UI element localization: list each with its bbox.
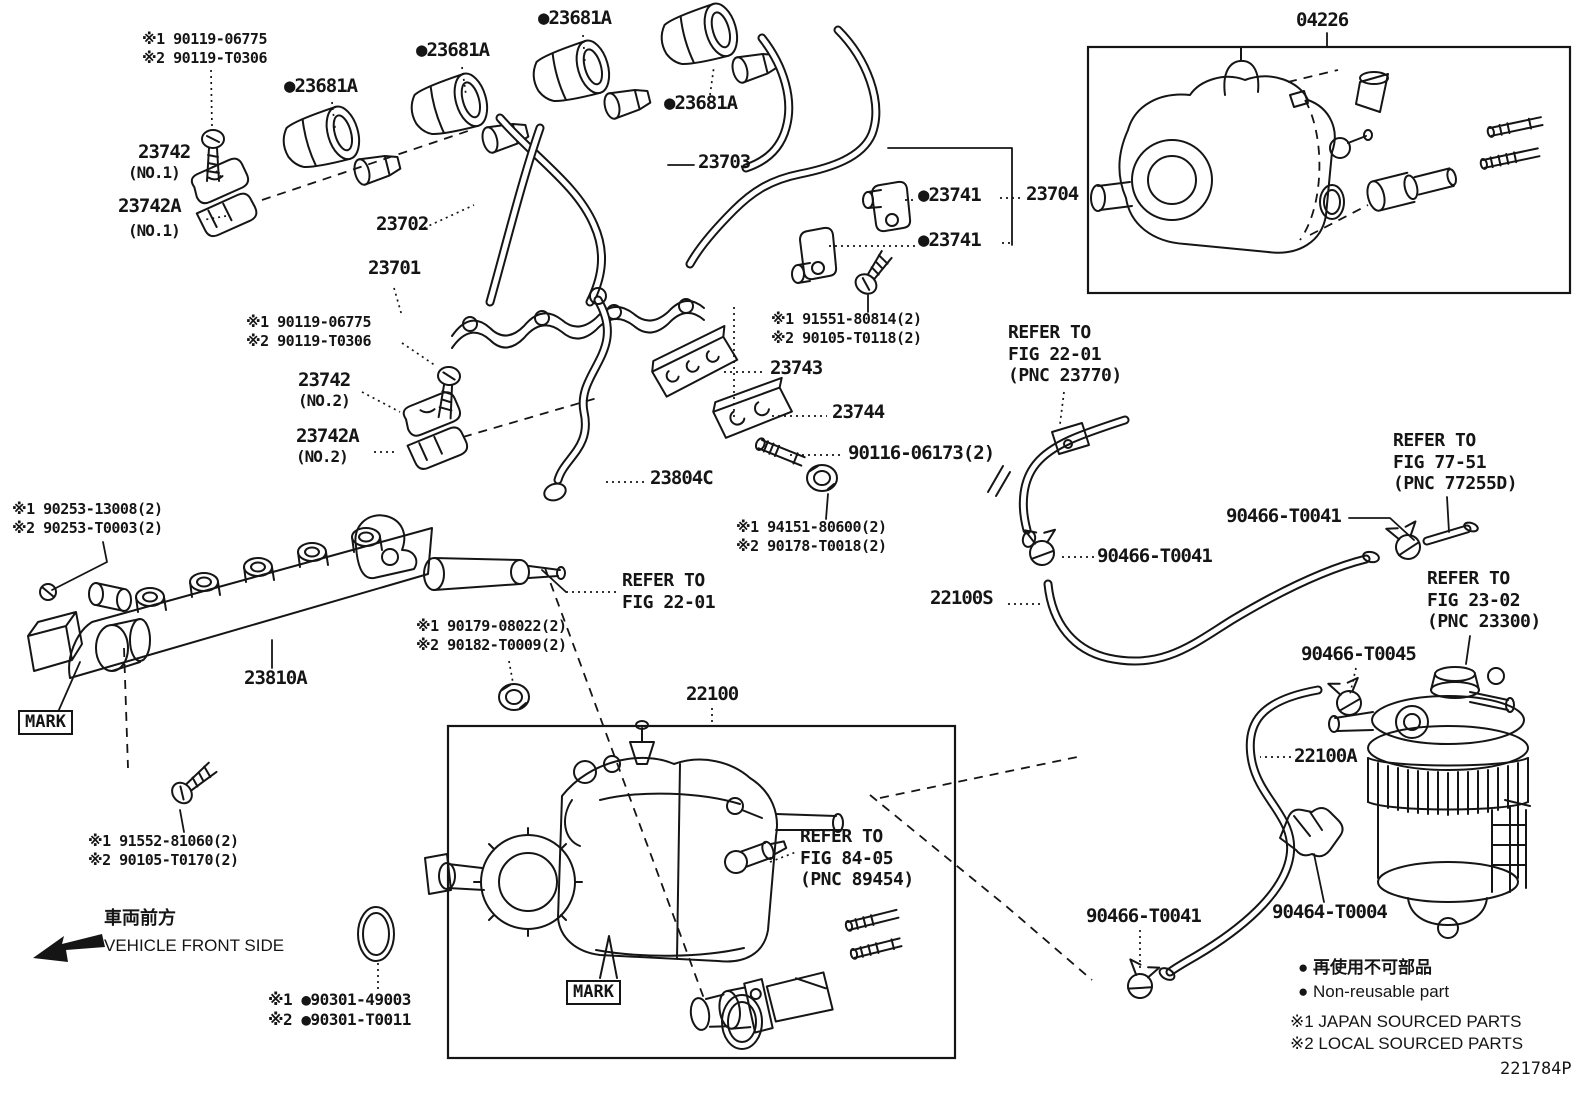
bracket-23741-drawings (791, 180, 912, 284)
label-23702: 23702 (376, 213, 429, 235)
legend-japan-sourced: ※1 JAPAN SOURCED PARTS (1290, 1012, 1522, 1031)
nut-90179 (498, 683, 530, 711)
label-23701: 23701 (368, 257, 421, 279)
label-23703: 23703 (698, 151, 751, 173)
label-23742-no1: 23742 (138, 141, 191, 163)
hose-clamp-drawings (1023, 520, 1421, 999)
label-23742a-no2: 23742A (296, 425, 360, 447)
kit-box-04226 (1086, 45, 1572, 295)
label-23742-no2: 23742 (298, 369, 351, 391)
label-23681a-3: ●23681A (284, 75, 358, 97)
label-23681a-2: ●23681A (416, 39, 490, 61)
label-23743: 23743 (770, 357, 823, 379)
hose-22100a-drawing (1158, 685, 1323, 981)
label-90466-t0041-a: 90466-T0041 (1097, 545, 1213, 567)
hose-22100s-drawing (1043, 550, 1380, 666)
label-23681a-4: ●23681A (664, 92, 738, 114)
stud-90116 (754, 437, 806, 467)
label-22100a: 22100A (1294, 745, 1358, 767)
note-90179: ※1 90179-08022(2) ※2 90182-T0009(2) (416, 617, 567, 654)
legend-nonreusable-jp: ● 再使用不可部品 (1298, 958, 1432, 977)
label-90116: 90116-06173(2) (848, 442, 995, 464)
bolt-91552 (171, 761, 218, 805)
refer-fig-23-02: REFER TO FIG 23-02 (PNC 23300) (1427, 568, 1541, 633)
label-90466-t0041-c: 90466-T0041 (1086, 905, 1202, 927)
clip-90464-drawing (1279, 807, 1344, 858)
mark-box-rail: MARK (18, 710, 73, 736)
note-91552: ※1 91552-81060(2) ※2 90105-T0170(2) (88, 832, 239, 869)
pipe-77255d-drawing (1422, 521, 1479, 546)
construction-lines (123, 130, 1093, 1005)
pump-kit-04226-drawing (1090, 47, 1544, 254)
vehicle-front-jp: 車両前方 (104, 908, 176, 928)
label-90466-t0041-b: 90466-T0041 (1226, 505, 1342, 527)
pump-box-22100 (446, 724, 957, 1060)
label-no1-b: (NO.1) (128, 221, 181, 240)
refer-fig-22-01-mid: REFER TO FIG 22-01 (622, 570, 716, 613)
label-23681a-1: ●23681A (538, 7, 612, 29)
mark-box-pump: MARK (566, 980, 621, 1006)
note-90119-mid: ※1 90119-06775 ※2 90119-T0306 (246, 313, 371, 350)
label-23741-2: ●23741 (918, 229, 982, 251)
label-90466-t0045: 90466-T0045 (1301, 643, 1417, 665)
label-23810a: 23810A (244, 667, 308, 689)
note-90301: ※1 ●90301-49003 ※2 ●90301-T0011 (268, 990, 411, 1029)
nut-94151 (806, 464, 838, 492)
label-22100s: 22100S (930, 587, 994, 609)
refer-fig-77-51: REFER TO FIG 77-51 (PNC 77255D) (1393, 430, 1518, 495)
note-90253: ※1 90253-13008(2) ※2 90253-T0003(2) (12, 500, 163, 537)
bolt-90253 (39, 583, 57, 601)
bolt-91551 (854, 250, 893, 295)
label-no1-a: (NO.1) (128, 163, 181, 182)
note-94151: ※1 94151-80600(2) ※2 90178-T0018(2) (736, 518, 887, 555)
o-ring-90301 (357, 906, 395, 962)
legend-local-sourced: ※2 LOCAL SOURCED PARTS (1290, 1034, 1524, 1053)
leader-lines (51, 32, 1471, 990)
note-91551: ※1 91551-80814(2) ※2 90105-T0118(2) (771, 310, 922, 347)
vehicle-front-en: VEHICLE FRONT SIDE (104, 936, 285, 955)
refer-fig-84-05: REFER TO FIG 84-05 (PNC 89454) (800, 826, 914, 891)
label-23741-1: ●23741 (918, 184, 982, 206)
label-04226: 04226 (1296, 9, 1349, 31)
return-pipe-drawing (987, 415, 1130, 548)
refer-fig-22-01-pnc: REFER TO FIG 22-01 (PNC 23770) (1008, 322, 1122, 387)
label-22100: 22100 (686, 683, 739, 705)
supply-pump-22100-drawing (424, 720, 903, 1050)
label-no2-b: (NO.2) (296, 447, 349, 466)
label-23704: 23704 (1026, 183, 1079, 205)
sensor-89454-drawing (724, 840, 788, 874)
clamp-23742-drawings (190, 129, 469, 470)
label-no2-a: (NO.2) (298, 391, 351, 410)
label-23804c: 23804C (650, 467, 714, 489)
drawing-code: 221784P (1500, 1059, 1572, 1079)
fuel-filter-assembly-drawing (1328, 666, 1531, 939)
legend-nonreusable-en: ● Non-reusable part (1298, 982, 1450, 1001)
note-90119-top: ※1 90119-06775 ※2 90119-T0306 (142, 30, 267, 67)
fuel-rail-23810a-drawing (27, 514, 566, 679)
label-23742a-no1: 23742A (118, 195, 182, 217)
label-23744: 23744 (832, 401, 885, 423)
vehicle-front-arrow-icon (33, 934, 105, 962)
insulator-drawings (651, 325, 838, 492)
injection-pipe-drawings (451, 25, 881, 502)
label-90464-t0004: 90464-T0004 (1272, 901, 1388, 923)
injector-seal-drawings (282, 2, 780, 186)
